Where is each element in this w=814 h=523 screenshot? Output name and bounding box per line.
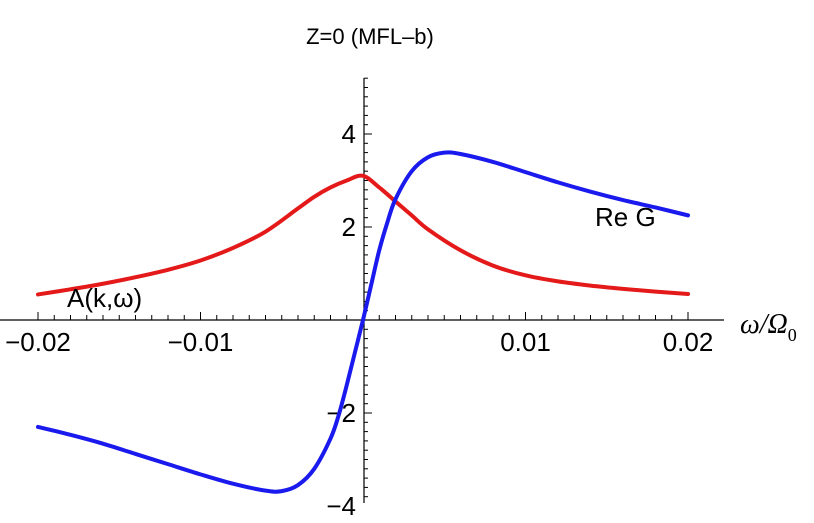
y-ticks: −4−224	[326, 77, 372, 521]
chart-title: Z=0 (MFL–b)	[306, 24, 434, 49]
x-axis-label: ω/Ω0	[740, 309, 797, 345]
series-line-0	[36, 173, 690, 297]
x-axis-label-subscript: 0	[788, 325, 797, 345]
series-line-1	[36, 150, 690, 494]
x-axis-label-main: ω/Ω	[740, 309, 788, 340]
x-tick-label: 0.01	[500, 327, 551, 357]
x-tick-label: −0.02	[5, 327, 71, 357]
x-tick-label: 0.02	[663, 327, 714, 357]
x-ticks: −0.02 −0.01 0.01 0.02	[5, 312, 713, 357]
y-tick-label: 2	[342, 212, 356, 242]
curve-label-reg: Re G	[595, 202, 656, 232]
x-tick-label: −0.01	[168, 327, 234, 357]
y-tick-label: −4	[326, 491, 356, 521]
curve-label-a: A(k,ω)	[67, 283, 142, 313]
series-layer	[36, 150, 690, 494]
y-tick-label: 4	[342, 119, 356, 149]
